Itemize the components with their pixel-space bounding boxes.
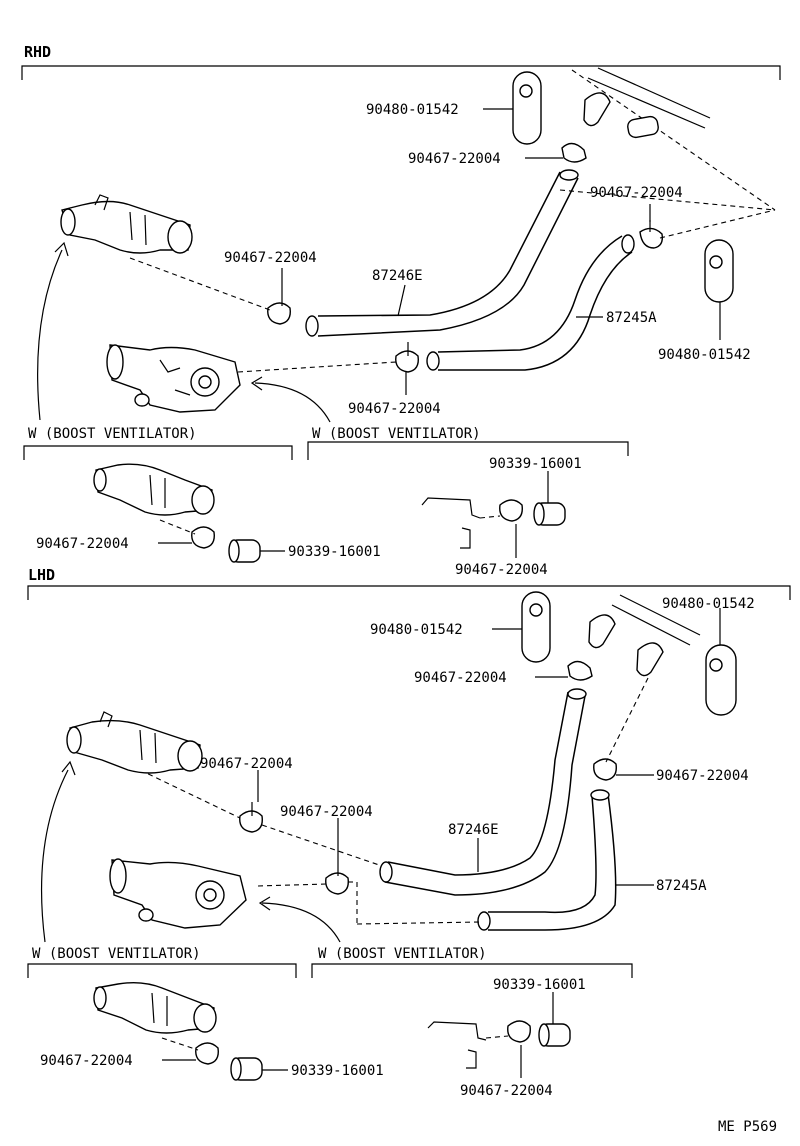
lhd-variant-left-title: W (BOOST VENTILATOR)	[32, 946, 201, 962]
rhd-label-var-right-clamp: 90467-22004	[455, 562, 548, 578]
rhd-label-hose-a: 87246E	[372, 268, 423, 284]
lhd-label-clamp-right: 90467-22004	[656, 768, 749, 784]
lhd-label-clamp-mid: 90467-22004	[280, 804, 373, 820]
rhd-heater-pipe	[60, 194, 193, 254]
rhd-label-var-right-plug: 90339-16001	[489, 456, 582, 472]
rhd-clamp-top	[561, 142, 587, 163]
lhd-label-clamp-left: 90467-22004	[200, 756, 293, 772]
lhd-variant-left-clamp	[195, 1042, 219, 1065]
rhd-label-clamp-right: 90467-22004	[590, 185, 683, 201]
rhd-arrow-left	[37, 249, 63, 421]
lhd-variant-right-bracket	[311, 963, 633, 978]
rhd-reference-lines	[559, 67, 776, 211]
lhd-arrow-left	[40, 769, 69, 943]
lhd-cap-right	[705, 644, 737, 716]
lhd-label-var-right-plug: 90339-16001	[493, 977, 586, 993]
rhd-variant-right-title: W (BOOST VENTILATOR)	[312, 426, 481, 442]
lhd-label-cap-right: 90480-01542	[662, 596, 755, 612]
rhd-label-cap-top: 90480-01542	[366, 102, 459, 118]
rhd-variant-left-bracket	[23, 445, 293, 460]
section-title-rhd: RHD	[24, 43, 51, 61]
lhd-heater-pipe	[66, 711, 203, 774]
lhd-label-cap-top: 90480-01542	[370, 622, 463, 638]
rhd-clamp-right	[639, 220, 664, 249]
rhd-water-outlet	[106, 344, 241, 413]
rhd-label-clamp-left: 90467-22004	[224, 250, 317, 266]
rhd-variant-right-clamp	[499, 499, 523, 522]
rhd-variant-right-plug	[533, 502, 566, 526]
rhd-arrow-right	[254, 382, 331, 423]
lhd-bracket	[27, 585, 791, 600]
lhd-label-var-left-clamp: 90467-22004	[40, 1053, 133, 1069]
rhd-variant-left-clamp	[191, 526, 215, 549]
rhd-bracket	[21, 65, 781, 80]
lhd-label-clamp-top: 90467-22004	[414, 670, 507, 686]
rhd-elbow-top	[583, 92, 611, 127]
lhd-label-var-right-clamp: 90467-22004	[460, 1083, 553, 1099]
rhd-variant-right-bracket	[307, 441, 629, 460]
lhd-variant-left-bracket	[27, 963, 297, 978]
rhd-label-clamp-top: 90467-22004	[408, 151, 501, 167]
lhd-label-var-left-plug: 90339-16001	[291, 1063, 384, 1079]
rhd-label-var-left-clamp: 90467-22004	[36, 536, 129, 552]
rhd-clamp-mid	[395, 342, 419, 373]
rhd-hose-87245a	[426, 234, 635, 371]
lhd-clamp-mid	[325, 872, 349, 895]
rhd-label-hose-b: 87245A	[606, 310, 657, 326]
lhd-elbow-top-right	[636, 642, 664, 677]
rhd-cap-right	[704, 239, 734, 303]
lhd-hose-87246e	[379, 688, 587, 896]
rhd-variant-left-heater-pipe	[93, 463, 215, 516]
lhd-variant-right-clamp	[507, 1020, 531, 1043]
lhd-reference-lines	[611, 594, 701, 646]
lhd-variant-left-heater-pipe	[93, 981, 217, 1034]
lhd-elbow-top-left	[588, 614, 616, 649]
rhd-hose-87246e	[305, 169, 579, 337]
lhd-water-outlet	[109, 858, 247, 929]
figure-code: ME P569	[718, 1119, 777, 1135]
lhd-hose-87245a	[477, 789, 617, 931]
section-title-lhd: LHD	[28, 566, 55, 584]
lhd-variant-left-plug	[230, 1057, 263, 1081]
rhd-variant-right-pipe	[421, 497, 481, 549]
lhd-variant-right-plug	[538, 1023, 571, 1047]
lhd-clamp-left	[239, 802, 263, 833]
rhd-variant-left-title: W (BOOST VENTILATOR)	[28, 426, 197, 442]
rhd-variant-left-plug	[228, 539, 261, 563]
rhd-clamp-left	[267, 294, 291, 325]
rhd-label-clamp-mid: 90467-22004	[348, 401, 441, 417]
rhd-plug-top	[627, 115, 659, 139]
lhd-variant-right-title: W (BOOST VENTILATOR)	[318, 946, 487, 962]
lhd-clamp-top	[567, 660, 593, 681]
lhd-arrow-right	[261, 902, 341, 943]
rhd-label-var-left-plug: 90339-16001	[288, 544, 381, 560]
lhd-variant-right-pipe	[427, 1021, 487, 1069]
lhd-label-hose-b: 87245A	[656, 878, 707, 894]
lhd-label-hose-a: 87246E	[448, 822, 499, 838]
lhd-cap-top	[521, 591, 551, 663]
rhd-label-cap-right: 90480-01542	[658, 347, 751, 363]
lhd-clamp-right	[593, 758, 617, 781]
rhd-cap-top	[512, 71, 542, 145]
